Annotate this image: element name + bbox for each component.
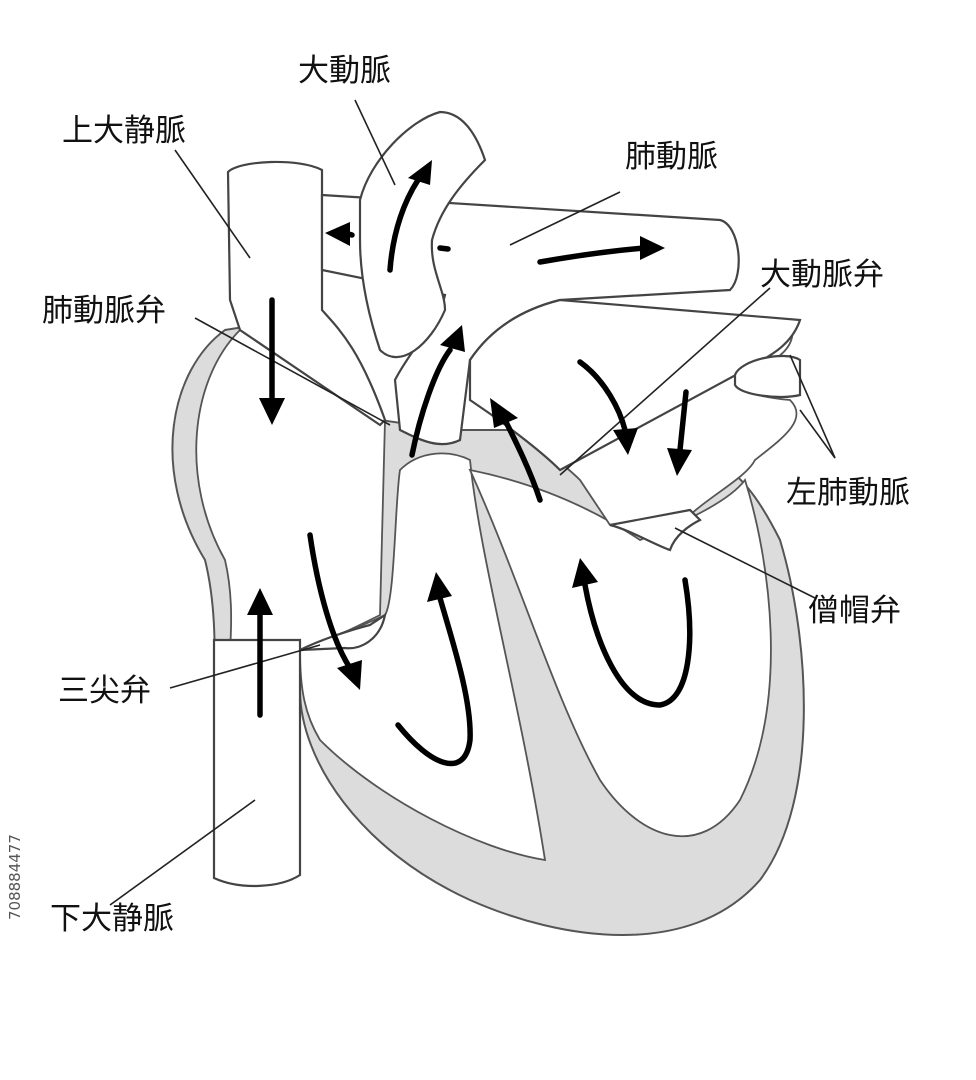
label-tricuspid-valve: 三尖弁 bbox=[58, 676, 151, 707]
inferior-vena-cava-vessel bbox=[214, 640, 300, 886]
leader-left-pulmonary-vein-a bbox=[790, 355, 835, 458]
label-pulmonary-artery: 肺動脈 bbox=[625, 142, 718, 173]
label-superior-vena-cava: 上大静脈 bbox=[62, 116, 186, 147]
watermark-id: 708884477 bbox=[6, 834, 24, 920]
label-aortic-valve: 大動脈弁 bbox=[760, 260, 884, 291]
watermark-container: 708884477 bbox=[6, 920, 26, 1080]
label-left-pulmonary-vein: 左肺動脈 bbox=[786, 478, 910, 509]
label-pulmonary-valve: 肺動脈弁 bbox=[42, 296, 166, 327]
label-mitral-valve: 僧帽弁 bbox=[808, 596, 901, 627]
label-aorta: 大動脈 bbox=[298, 56, 391, 87]
arrow-pa-left-b bbox=[440, 248, 448, 249]
label-inferior-vena-cava: 下大静脈 bbox=[50, 904, 174, 935]
